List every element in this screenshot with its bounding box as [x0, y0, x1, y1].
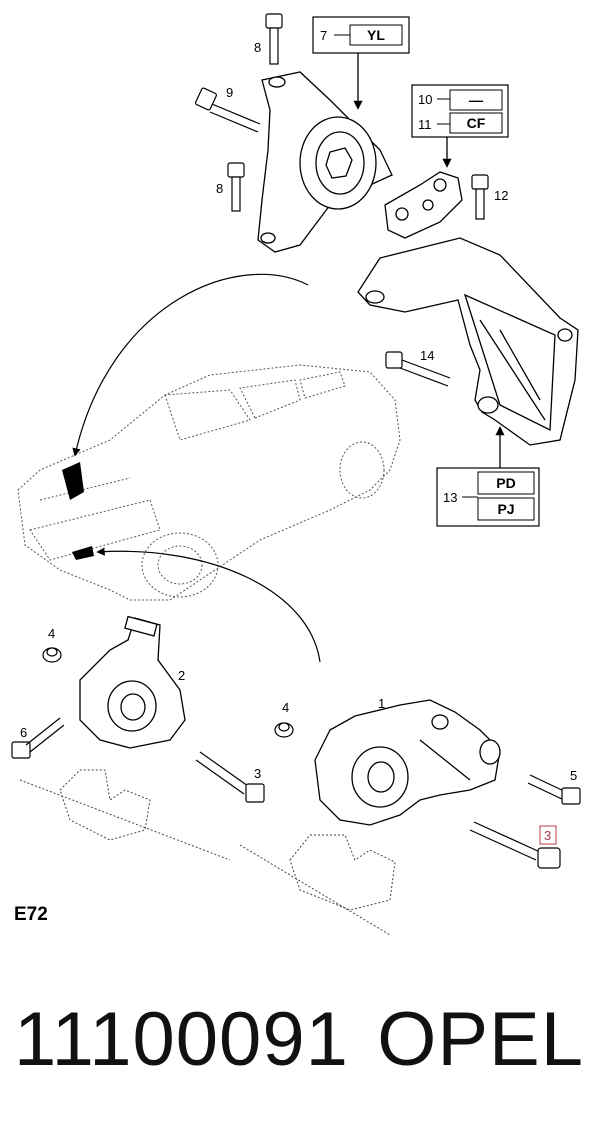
- bolt-5: [527, 774, 581, 805]
- brand-name: OPEL: [377, 997, 584, 1082]
- callout-13: 13 PD PJ: [436, 426, 540, 527]
- upper-engine-mount: [257, 71, 393, 253]
- nut-4-left: [42, 647, 62, 663]
- lower-left-mount: [79, 615, 186, 749]
- label-2: 2: [178, 668, 185, 683]
- mount-bracket-10-11: [384, 171, 463, 239]
- callout-11-number: 11: [418, 117, 432, 132]
- parts-diagram: 7 YL 10 — 11 CF 8 9: [11, 13, 581, 936]
- bolt-14: [385, 351, 451, 387]
- label-12: 12: [494, 188, 508, 203]
- callout-10-number: 10: [418, 92, 432, 107]
- callout-10-code: —: [469, 92, 483, 108]
- bolt-3-right: [469, 821, 561, 869]
- bolt-12: [471, 174, 489, 220]
- label-14: 14: [420, 348, 434, 363]
- callout-13-code-top: PD: [496, 475, 515, 491]
- bolt-6: [11, 717, 65, 759]
- figure-code: E72: [14, 904, 48, 925]
- arrow-to-lower-mount: [96, 547, 321, 663]
- label-1: 1: [378, 696, 385, 711]
- label-6: 6: [20, 725, 27, 740]
- lower-right-mount: [314, 699, 501, 826]
- callout-13-number: 13: [443, 490, 457, 505]
- callout-11-code: CF: [467, 115, 486, 131]
- car-outline: [17, 364, 401, 601]
- lower-left-bracket-plate: [19, 769, 231, 861]
- callout-10-11: 10 — 11 CF: [411, 84, 509, 168]
- label-3-right: 3: [544, 828, 551, 843]
- bolt-3-middle: [195, 751, 265, 803]
- callout-7-code: YL: [367, 27, 385, 43]
- nut-4-right: [274, 722, 294, 738]
- label-4-left: 4: [48, 626, 55, 641]
- label-9: 9: [226, 85, 233, 100]
- label-8-top: 8: [254, 40, 261, 55]
- bolt-9: [195, 87, 261, 133]
- label-3-middle: 3: [254, 766, 261, 781]
- part-number: 11100091: [14, 997, 349, 1082]
- footer: 11100091 OPEL: [0, 995, 600, 1095]
- label-5: 5: [570, 768, 577, 783]
- bolt-8-top: [265, 13, 283, 65]
- label-3-right-highlight-box: [539, 825, 557, 845]
- engine-bracket-13: [357, 237, 579, 446]
- label-8-lower: 8: [216, 181, 223, 196]
- car-mount-front-marker: [72, 546, 94, 560]
- car-mount-top-marker: [62, 462, 84, 500]
- callout-13-code-bottom: PJ: [497, 501, 514, 517]
- bolt-8-lower: [227, 162, 245, 212]
- arrow-to-upper-mount: [72, 273, 309, 457]
- callout-7-number: 7: [320, 28, 327, 43]
- callout-7: 7 YL: [312, 16, 410, 110]
- lower-right-bracket-plate: [239, 834, 396, 936]
- label-4-right: 4: [282, 700, 289, 715]
